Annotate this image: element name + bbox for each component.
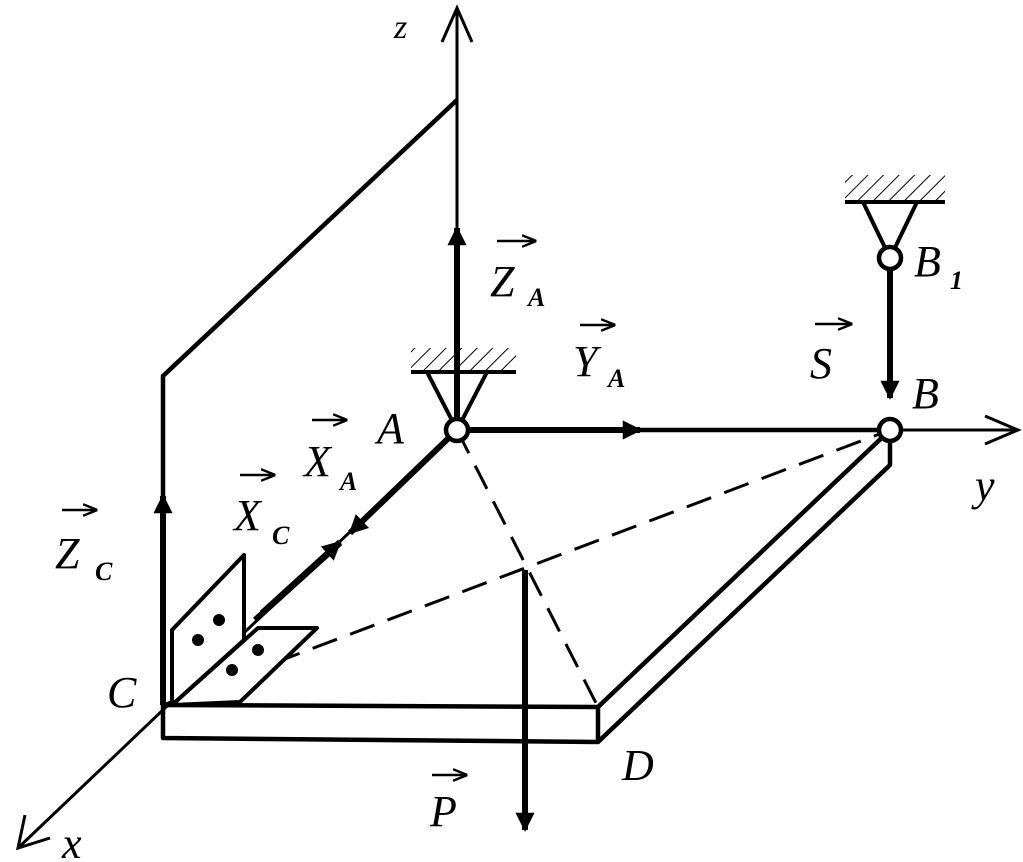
force-vectors — [153, 226, 900, 832]
point-b1-label: B — [914, 237, 941, 286]
force-xa-subscript: A — [338, 467, 357, 496]
force-zc-label: Z — [55, 529, 80, 578]
force-za-subscript: A — [526, 283, 545, 312]
point-d-label: D — [621, 741, 654, 790]
wall-plate-outline — [160, 98, 459, 508]
force-s-label: S — [810, 339, 832, 388]
hinges — [443, 244, 904, 444]
hinge-b1 — [876, 244, 904, 272]
force-xa-arrow — [347, 427, 460, 536]
x-axis-label: x — [61, 819, 82, 862]
hinge-bracket-c — [170, 553, 319, 707]
support-a — [411, 348, 516, 435]
force-xc-label: X — [232, 491, 263, 540]
force-xa-label: X — [302, 437, 333, 486]
point-a-label: A — [374, 404, 405, 453]
vector-overarrows — [62, 241, 851, 775]
z-axis-label: z — [393, 9, 407, 46]
y-axis-label: y — [971, 461, 995, 510]
force-p-label: P — [429, 787, 457, 836]
force-ya-label: Y — [573, 337, 602, 386]
force-za-label: Z — [490, 257, 515, 306]
x-axis-arrowhead — [16, 814, 51, 851]
force-xc-arrow-head — [259, 539, 343, 616]
point-c-label: C — [107, 668, 137, 717]
z-axis-arrowhead — [440, 4, 474, 43]
support-b1 — [845, 175, 945, 263]
force-xc-subscript: C — [272, 521, 290, 550]
labels: z y x A B B 1 C D Z A Y A X A X C Z C S … — [55, 9, 995, 862]
force-ya-subscript: A — [606, 364, 625, 393]
hinge-b — [876, 416, 904, 444]
point-b-label: B — [912, 369, 939, 418]
y-axis-arrowhead — [984, 414, 1022, 446]
point-b1-subscript: 1 — [950, 266, 963, 295]
hinge-a — [443, 416, 471, 444]
force-zc-subscript: C — [95, 557, 113, 586]
